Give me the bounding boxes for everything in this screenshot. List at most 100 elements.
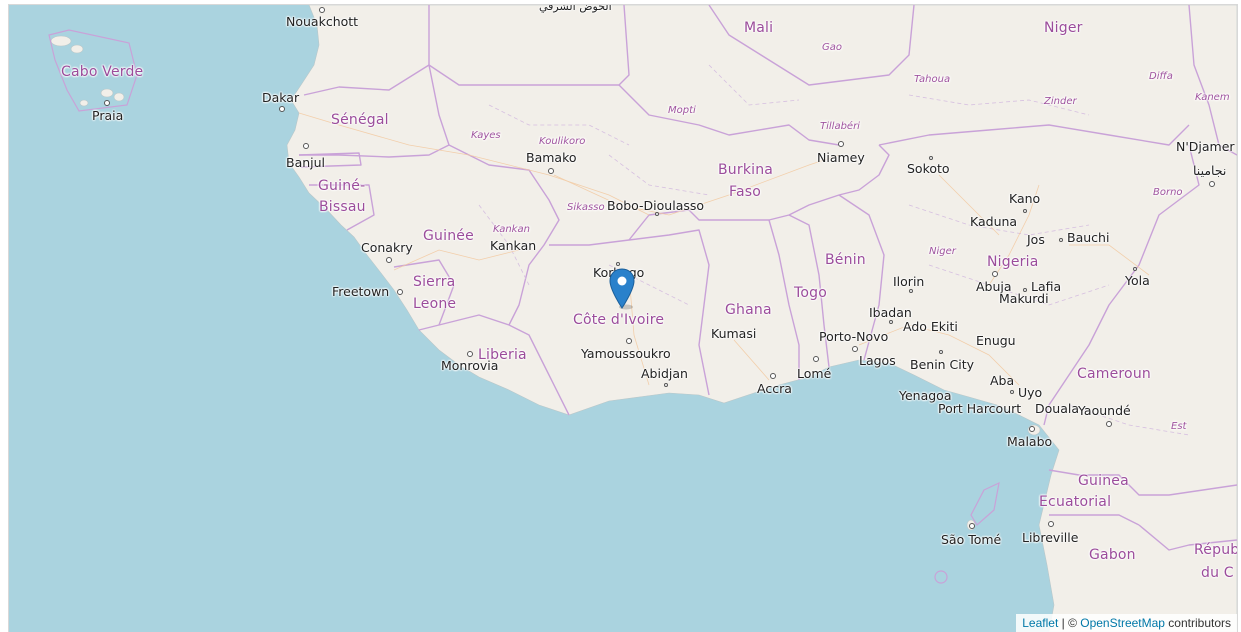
city-dot-dakar (279, 106, 285, 112)
city-label-ilorin: Ilorin (893, 274, 925, 289)
leaflet-link[interactable]: Leaflet (1022, 616, 1059, 630)
region-label-kayes: Kayes (471, 130, 501, 141)
region-label-borno: Borno (1153, 187, 1183, 198)
city-dot-accra (770, 373, 776, 379)
region-label-zinder: Zinder (1044, 96, 1077, 107)
country-label-mali: Mali (744, 20, 774, 36)
city-label-ndjamena: N'Djamer (1176, 139, 1235, 154)
openstreetmap-link[interactable]: OpenStreetMap (1080, 616, 1165, 630)
city-label-bamako: Bamako (526, 150, 577, 165)
country-label-republique-1: Répub (1194, 542, 1238, 558)
city-dot-sokoto (929, 156, 933, 160)
city-dot-conakry (386, 257, 392, 263)
country-label-senegal: Sénégal (331, 112, 389, 128)
city-label-sao-tome: São Tomé (941, 532, 1002, 547)
cabo-verde-islands (50, 35, 125, 107)
map-marker-pin[interactable] (609, 268, 635, 310)
country-label-cote-divoire: Côte d'Ivoire (573, 312, 665, 328)
cabo-verde-border (48, 29, 138, 112)
region-label-sikasso: Sikasso (567, 202, 605, 213)
city-label-makurdi: Makurdi (999, 291, 1049, 306)
region-label-gao: Gao (822, 42, 842, 53)
city-dot-ndjamena (1209, 181, 1215, 187)
city-dot-freetown (397, 289, 403, 295)
country-label-nigeria: Nigeria (987, 254, 1039, 270)
country-label-republique-2: du C (1201, 565, 1234, 581)
region-label-tillaberi: Tillabéri (820, 121, 860, 132)
city-dot-abuja (992, 271, 998, 277)
city-label-bauchi: Bauchi (1067, 230, 1110, 245)
country-label-togo: Togo (794, 285, 827, 301)
city-dot-benin-city (939, 350, 943, 354)
city-label-douala: Douala (1035, 401, 1079, 416)
city-dot-sao-tome (969, 523, 975, 529)
country-label-guinea-eq-2: Ecuatorial (1039, 494, 1112, 510)
city-label-dakar: Dakar (262, 90, 300, 105)
region-label-kanem: Kanem (1195, 92, 1230, 103)
city-dot-yola (1133, 267, 1137, 271)
map-attribution: Leaflet | © OpenStreetMap contributors (1016, 614, 1237, 632)
city-label-kaduna: Kaduna (970, 214, 1018, 229)
city-label-monrovia: Monrovia (441, 358, 499, 373)
country-label-guinee: Guinée (423, 228, 474, 244)
city-label-nouakchott: Nouakchott (286, 14, 359, 29)
city-dot-malabo (1029, 426, 1035, 432)
city-label-abidjan: Abidjan (641, 366, 688, 381)
city-label-yaounde: Yaoundé (1078, 403, 1131, 418)
city-label-porto-novo: Porto-Novo (819, 329, 889, 344)
map-tiles (9, 5, 1237, 632)
city-dot-abidjan (664, 383, 668, 387)
map-container[interactable]: Cabo Verde Mali Niger Sénégal Guiné- Bis… (8, 4, 1238, 632)
city-label-malabo: Malabo (1007, 434, 1053, 449)
city-label-yamoussoukro: Yamoussoukro (581, 346, 671, 361)
country-label-cameroun: Cameroun (1077, 366, 1151, 382)
city-label-yola: Yola (1125, 273, 1150, 288)
city-label-conakry: Conakry (361, 240, 413, 255)
city-label-accra: Accra (757, 381, 792, 396)
city-label-bobo: Bobo-Dioulasso (607, 198, 705, 213)
city-dot-yamoussoukro (626, 338, 632, 344)
country-label-burkina-2: Faso (729, 184, 762, 200)
city-dot-praia (104, 100, 110, 106)
region-label-mopti: Mopti (668, 105, 696, 116)
attribution-separator: | © (1058, 616, 1081, 630)
city-dot-korhogo (616, 262, 620, 266)
city-dot-kano (1023, 209, 1027, 213)
city-label-arabic: الحوض الشرقي (539, 4, 612, 13)
city-dot-monrovia (467, 351, 473, 357)
city-dot-lafia (1023, 288, 1027, 292)
country-label-benin: Bénin (825, 252, 866, 268)
city-dot-nouakchott (319, 7, 325, 13)
country-label-niger: Niger (1044, 20, 1083, 36)
city-label-niamey: Niamey (817, 150, 865, 165)
country-label-sierra-leone-2: Leone (413, 296, 457, 312)
city-dot-banjul (303, 143, 309, 149)
region-label-niger-state: Niger (929, 246, 956, 257)
sao-tome-border (970, 481, 1000, 526)
city-label-enugu: Enugu (976, 333, 1016, 348)
roads (298, 112, 1150, 386)
country-label-burkina-1: Burkina (718, 162, 774, 178)
city-label-kano: Kano (1009, 191, 1041, 206)
region-label-diffa: Diffa (1149, 71, 1173, 82)
city-label-kankan: Kankan (490, 238, 537, 253)
country-label-gabon: Gabon (1089, 547, 1136, 563)
city-dot-lome (813, 356, 819, 362)
city-dot-ilorin (909, 289, 913, 293)
country-label-guine-bissau-1: Guiné- (318, 178, 366, 194)
country-label-liberia: Liberia (478, 347, 527, 363)
region-label-koulikoro: Koulikoro (539, 136, 586, 147)
city-label-benin-city: Benin City (910, 357, 975, 372)
city-dot-bobo (655, 212, 659, 216)
attribution-suffix: contributors (1164, 616, 1231, 630)
city-label-kumasi: Kumasi (711, 326, 757, 341)
region-label-tahoua: Tahoua (914, 74, 951, 85)
city-dot-uyo (1010, 390, 1014, 394)
city-dot-bauchi (1059, 238, 1063, 242)
city-dot-libreville (1048, 521, 1054, 527)
city-label-ndjamena-ar: نجامينا (1193, 163, 1227, 178)
map-marker-icon (609, 268, 635, 310)
country-label-guinea-eq-1: Guinea (1078, 473, 1129, 489)
city-label-ibadan: Ibadan (869, 305, 912, 320)
city-label-libreville: Libreville (1022, 530, 1079, 545)
